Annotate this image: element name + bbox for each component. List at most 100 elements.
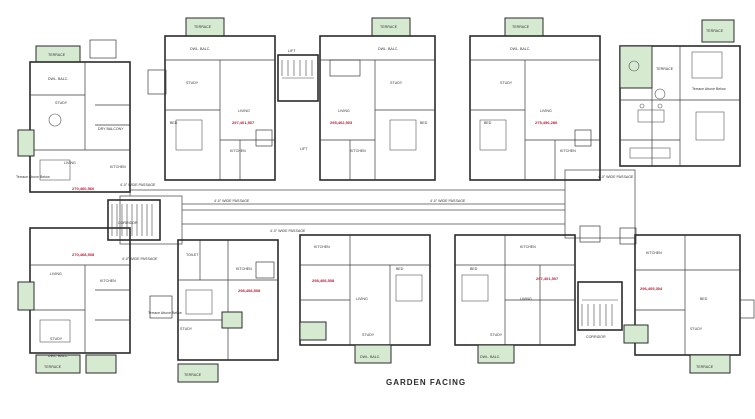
unit-a (17, 39, 131, 193)
area-unit-b: 270,468,508 (72, 252, 95, 257)
label-kitchen-d: KITCHEN (350, 149, 366, 153)
label-kitchen-c: KITCHEN (230, 149, 246, 153)
label-bed-e: BED (484, 121, 492, 125)
label-kitchen-g: KITCHEN (236, 267, 252, 271)
area-unit-j: 296,405,304 (640, 286, 663, 291)
label-passage-3: 4'-0" WIDE PASSAGE (430, 199, 466, 203)
label-passage-5: 4'-0" WIDE PASSAGE (122, 257, 158, 261)
area-unit-g: 298,408,508 (238, 288, 261, 293)
terrace-b2 (35, 354, 81, 374)
terrace-j2 (689, 354, 731, 374)
label-living-a: LIVING (64, 161, 76, 165)
label-terrace-e: TERRACE (512, 25, 530, 29)
label-terrace-above-g: Terrace Above Below (148, 311, 182, 315)
label-terrace-above-f: Terrace Above Below (692, 87, 726, 91)
label-passage-4: 4'-0" WIDE PASSAGE (270, 229, 306, 233)
label-corridor-left: CORRIDOR (118, 221, 138, 225)
label-dwell-i: DWL. BALC. (480, 355, 500, 359)
unit-b (17, 227, 131, 374)
label-living-h: LIVING (356, 297, 368, 301)
label-dwell-b: DWL. BALC. (48, 354, 68, 358)
label-kitchen-h: KITCHEN (314, 245, 330, 249)
label-passage-1: 4'-0" WIDE PASSAGE (120, 183, 156, 187)
label-study-i: STUDY (490, 333, 503, 337)
label-living-i: LIVING (520, 297, 532, 301)
label-bed-j: BED (700, 297, 708, 301)
label-kitchen-j: KITCHEN (646, 251, 662, 255)
label-dwell-e: DWL. BALC. (510, 47, 530, 51)
stair-core-top (277, 54, 319, 102)
label-lift-d: LIFT (300, 147, 308, 151)
label-lift-top: LIFT (288, 49, 296, 53)
label-terrace-a: TERRACE (48, 53, 66, 57)
label-kitchen-a: KITCHEN (110, 165, 126, 169)
terrace-a2 (17, 129, 35, 157)
label-kitchen-i: KITCHEN (520, 245, 536, 249)
terrace-b3 (85, 354, 117, 374)
label-bed-c: BED (170, 121, 178, 125)
terrace-f2 (701, 19, 735, 43)
terrace-b1 (17, 281, 35, 311)
label-dwell-c: DWL. BALC. (190, 47, 210, 51)
label-dwell-d: DWL. BALC. (378, 47, 398, 51)
area-unit-i: 297,401,507 (536, 276, 559, 281)
label-terrace-above-a: Terrace Above Below (16, 175, 50, 179)
label-terrace-g: TERRACE (184, 373, 202, 377)
label-kitchen-e: KITCHEN (560, 149, 576, 153)
label-study-a: STUDY (55, 101, 68, 105)
label-bed-i: BED (470, 267, 478, 271)
label-study-g: STUDY (180, 327, 193, 331)
unit-i (454, 234, 576, 364)
area-unit-a: 270,460,560 (72, 186, 95, 191)
label-study-d: STUDY (390, 81, 403, 85)
label-living-b: LIVING (50, 272, 62, 276)
label-corridor-bottom: CORRIDOR (586, 335, 606, 339)
area-unit-d: 295,402,503 (330, 120, 353, 125)
label-study-c: STUDY (186, 81, 199, 85)
unit-d (319, 17, 436, 181)
label-toilet-g: TOILET (186, 253, 199, 257)
corridor-upper (129, 189, 631, 205)
label-living-c: LIVING (238, 109, 250, 113)
label-study-b: STUDY (50, 337, 63, 341)
area-unit-h: 298,408,508 (312, 278, 335, 283)
label-living-e: LIVING (540, 109, 552, 113)
unit-j (623, 234, 755, 374)
terrace-i1 (477, 344, 515, 364)
label-terrace-c: TERRACE (194, 25, 212, 29)
label-dry-a: DRY BALCONY (98, 127, 124, 131)
area-unit-e: 275,496,280 (535, 120, 558, 125)
label-passage-right: 4'-0" WIDE PASSAGE (598, 175, 634, 179)
terrace-j1 (623, 324, 649, 344)
label-study-e: STUDY (500, 81, 513, 85)
label-terrace-b: TERRACE (44, 365, 62, 369)
unit-c (147, 17, 276, 181)
corridor-lower (129, 209, 631, 225)
label-dwell-a: DWL. BALC. (48, 77, 68, 81)
label-terrace-d: TERRACE (380, 25, 398, 29)
label-kitchen-b: KITCHEN (100, 279, 116, 283)
stair-core-bottom (577, 225, 637, 331)
label-terrace-f2: TERRACE (706, 29, 724, 33)
unit-e (469, 17, 601, 181)
label-passage-2: 4'-0" WIDE PASSAGE (214, 199, 250, 203)
garden-facing-caption: GARDEN FACING (386, 378, 467, 387)
label-study-h: STUDY (362, 333, 375, 337)
unit-g (149, 239, 279, 383)
label-bed-h: BED (396, 267, 404, 271)
label-study-j: STUDY (690, 327, 703, 331)
terrace-h2 (354, 344, 392, 364)
terrace-f1 (619, 45, 653, 89)
label-terrace-j: TERRACE (696, 365, 714, 369)
label-living-d: LIVING (338, 109, 350, 113)
label-bed-d: BED (420, 121, 428, 125)
terrace-h1 (299, 321, 327, 341)
terrace-g2 (177, 363, 219, 383)
stair-core-left (107, 199, 161, 241)
unit-f (619, 19, 741, 167)
room-labels: TERRACE DWL. BALC. STUDY DRY BALCONY LIV… (16, 25, 726, 377)
label-terrace-f: TERRACE (656, 67, 674, 71)
label-dwell-h: DWL. BALC. (360, 355, 380, 359)
